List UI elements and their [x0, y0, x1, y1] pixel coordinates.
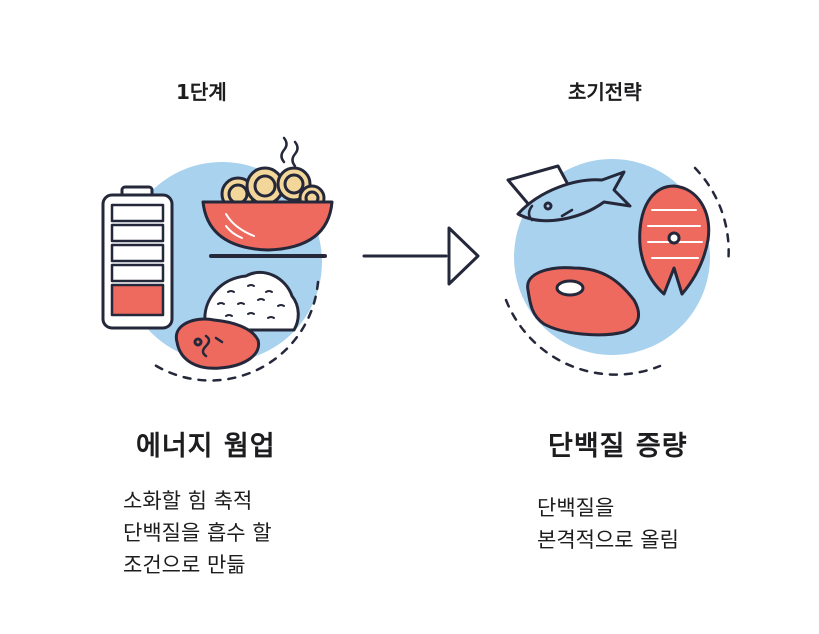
right-description-line: 본격적으로 올림 — [537, 528, 679, 552]
right-description-line: 단백질을 — [537, 496, 615, 520]
battery-icon — [101, 185, 174, 330]
left-heading: 에너지 웜업 — [136, 431, 276, 462]
right-heading: 단백질 증량 — [548, 431, 688, 462]
right-description: 단백질을 본격적으로 올림 — [537, 492, 679, 556]
meat-icon — [526, 266, 641, 337]
noodle-bowl-icon — [201, 136, 334, 258]
left-description-line: 단백질을 흡수 할 — [123, 521, 272, 545]
right-stage-label: 초기전략 — [568, 80, 642, 104]
fish-icon — [506, 164, 632, 223]
left-stage-label: 1단계 — [176, 80, 227, 104]
right-dashed-arc-bottom — [504, 298, 662, 376]
steak-icon — [174, 317, 261, 370]
left-illustration — [101, 136, 334, 382]
salmon-steak-icon — [638, 184, 711, 296]
left-description-line: 조건으로 만듦 — [123, 553, 246, 577]
right-illustration — [504, 159, 730, 376]
right-dashed-arc — [693, 166, 730, 266]
left-description-line: 소화할 힘 축적 — [123, 489, 253, 513]
left-dashed-arc — [148, 280, 320, 382]
left-description: 소화할 힘 축적 단백질을 흡수 할 조건으로 만듦 — [123, 485, 272, 581]
arrow-right-icon — [362, 226, 480, 286]
